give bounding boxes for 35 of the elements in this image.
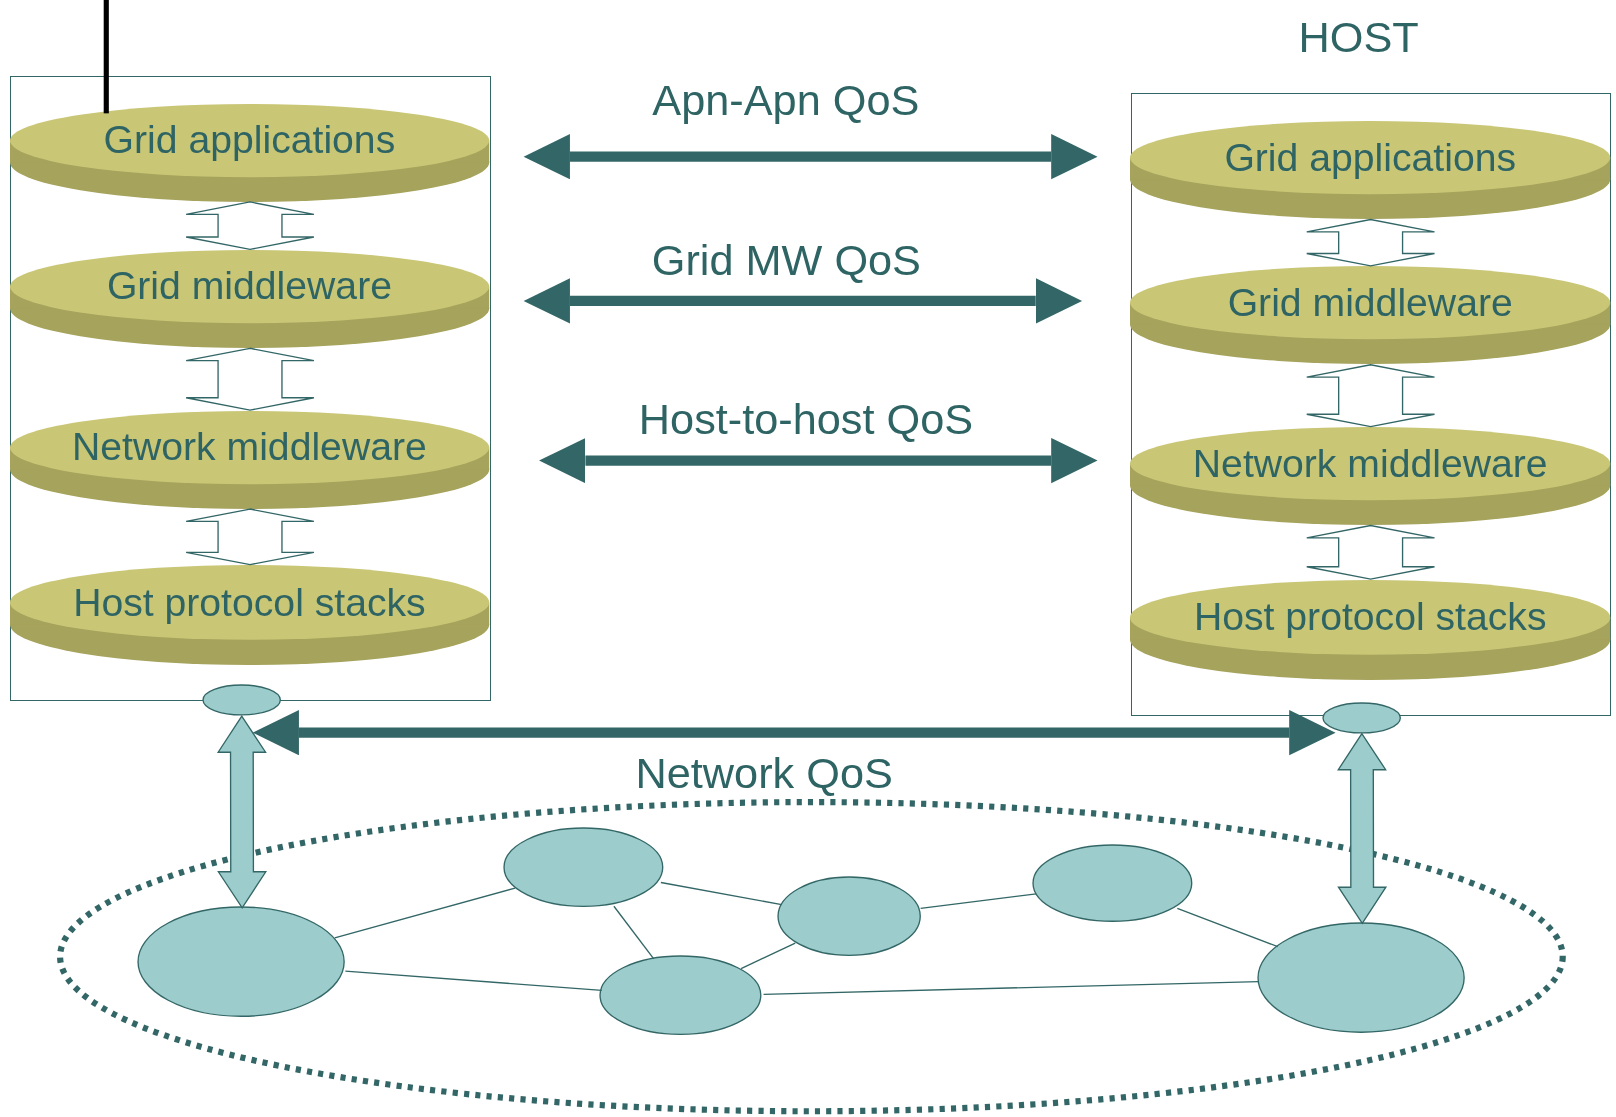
layer-label: Grid middleware bbox=[1226, 281, 1514, 325]
layer-label: Host protocol stacks bbox=[72, 580, 427, 625]
connector-line bbox=[613, 905, 655, 960]
double-arrow bbox=[539, 437, 1098, 484]
connector-line bbox=[334, 887, 516, 939]
connector-line bbox=[919, 893, 1037, 909]
double-arrow bbox=[216, 714, 267, 910]
connector-line bbox=[344, 970, 603, 992]
connector-line bbox=[660, 881, 783, 906]
connector-line bbox=[1176, 907, 1279, 948]
double-arrow bbox=[185, 347, 315, 411]
layer-label: Network middleware bbox=[1191, 441, 1549, 486]
double-arrow bbox=[1337, 732, 1388, 925]
double-arrow bbox=[523, 278, 1083, 324]
host-frame bbox=[10, 76, 491, 701]
connector-line bbox=[762, 980, 1260, 995]
double-arrow bbox=[523, 133, 1098, 180]
double-arrow bbox=[185, 201, 315, 251]
connector-line bbox=[103, 0, 109, 114]
layer-label: Grid applications bbox=[102, 118, 397, 163]
layer-label: Host protocol stacks bbox=[1192, 595, 1548, 640]
double-arrow bbox=[1306, 218, 1436, 267]
layer-label: Grid middleware bbox=[105, 264, 393, 309]
layer-label: Grid applications bbox=[1223, 135, 1518, 180]
layer-label: Network middleware bbox=[71, 425, 428, 470]
host-heading: HOST bbox=[1298, 13, 1419, 63]
connector-line bbox=[740, 942, 796, 970]
double-arrow bbox=[185, 508, 315, 566]
edge-label: Host-to-host QoS bbox=[638, 394, 974, 444]
edge-label: Network QoS bbox=[635, 748, 893, 798]
double-arrow bbox=[1306, 524, 1436, 580]
double-arrow bbox=[252, 710, 1336, 756]
edge-label: Apn-Apn QoS bbox=[652, 75, 920, 125]
edge-label: Grid MW QoS bbox=[651, 235, 921, 285]
double-arrow bbox=[1306, 364, 1436, 428]
